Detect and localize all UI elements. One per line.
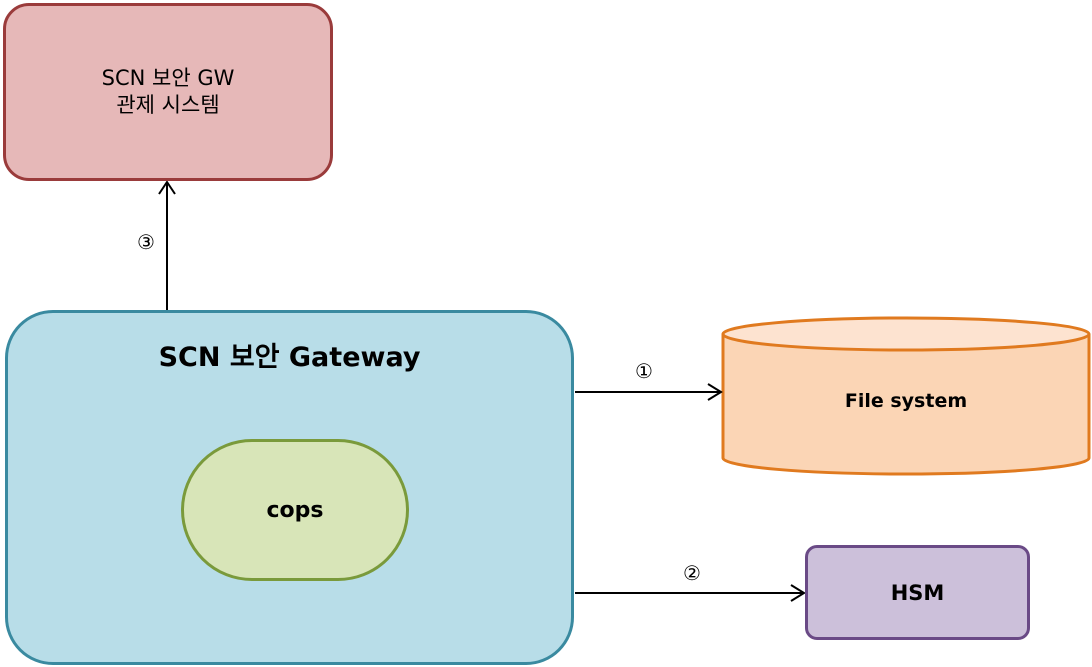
control-system-box: SCN 보안 GW 관제 시스템 — [3, 3, 333, 181]
file-system-cylinder — [721, 316, 1091, 476]
cops-label: cops — [266, 497, 324, 523]
step-1-marker: ① — [635, 359, 653, 383]
file-system-label: File system — [844, 390, 968, 412]
control-system-label-line1: SCN 보안 GW — [101, 66, 235, 90]
step-2-marker: ② — [683, 561, 701, 585]
control-system-label-line2: 관제 시스템 — [116, 93, 220, 117]
gateway-title: SCN 보안 Gateway — [158, 342, 421, 373]
hsm-label: HSM — [890, 580, 945, 605]
hsm-box: HSM — [805, 545, 1030, 640]
step-3-marker: ③ — [137, 230, 155, 254]
arrow-gateway-to-hsm — [575, 584, 806, 602]
arrow-gateway-to-control — [158, 180, 176, 310]
cops-node: cops — [181, 439, 409, 581]
arrow-gateway-to-filesystem — [575, 383, 723, 401]
